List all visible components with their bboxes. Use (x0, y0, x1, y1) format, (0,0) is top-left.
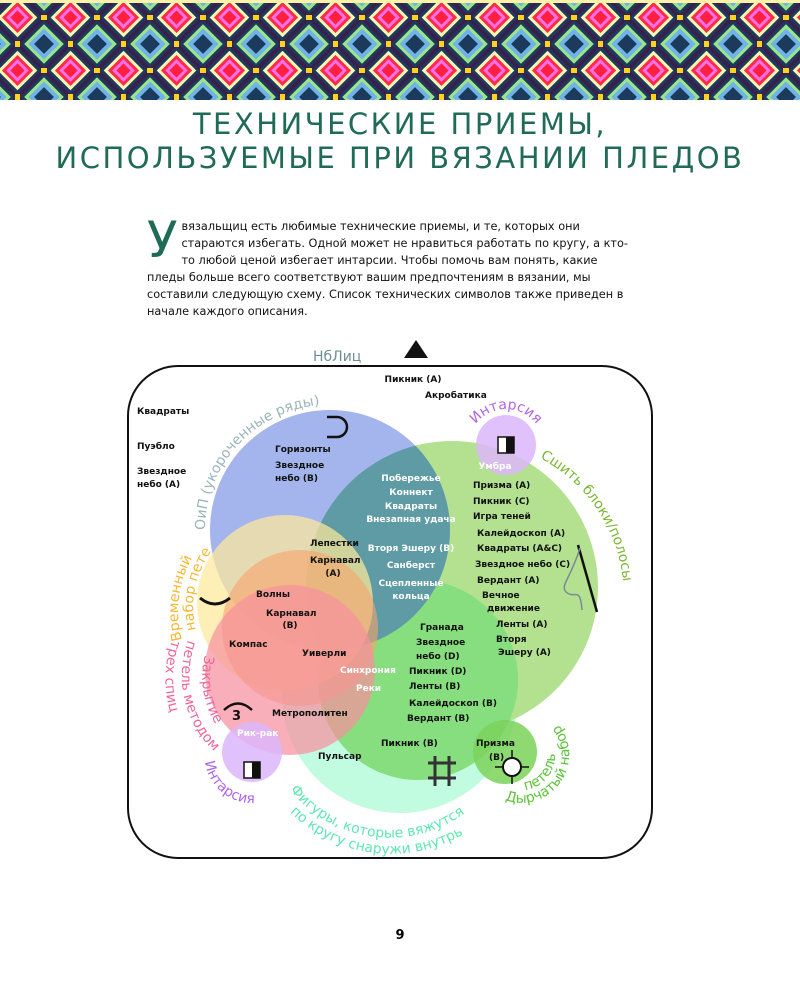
triangle-icon (404, 340, 428, 358)
label-lepestki: Лепестки (310, 539, 359, 549)
label-zvezdnoe: Звездное (137, 467, 186, 477)
label-prizma-b: Призма (476, 739, 515, 749)
label-rik-rak: Рик-рак (237, 729, 278, 739)
drop-cap: У (147, 211, 178, 269)
label-akrobatika: Акробатика (425, 390, 487, 401)
label-stockinette: НбЛиц (313, 349, 361, 365)
bindoff-symbol-icon: 3 (223, 702, 253, 724)
label-stseplennye: Сцепленные (379, 579, 444, 589)
label-green-5: Звездное небо (C) (475, 559, 570, 570)
label-piknik-a: Пикник (A) (385, 375, 442, 385)
label-verdant-b: Вердант (B) (407, 714, 469, 724)
page-title-line1: ТЕХНИЧЕСКИЕ ПРИЕМЫ, (192, 107, 608, 141)
eyelet-symbol-icon (495, 750, 529, 784)
label-reki: Реки (356, 684, 381, 694)
venn-diagram: НбЛиц ОиП (укороченные ряды) Интарсия Сш… (0, 330, 653, 859)
label-green-3: Калейдоскоп (A) (477, 529, 565, 539)
label-sinkhroniya: Синхрония (340, 666, 396, 676)
label-pulsar: Пульсар (318, 752, 362, 762)
decorative-pattern-banner (0, 0, 800, 100)
label-piknik-d: Пикник (D) (409, 667, 466, 677)
label-green-2: Игра теней (473, 512, 531, 522)
label-uiverli: Уиверли (302, 649, 346, 659)
set-eyelet (473, 720, 537, 784)
label-nebo-b: небо (B) (275, 473, 318, 484)
label-koltsa: кольца (392, 592, 429, 602)
label-zvezdnoe-d: Звездное (416, 638, 465, 648)
intro-paragraph: У вязальщиц есть любимые технические при… (147, 211, 637, 320)
label-green-7: Вечное (482, 591, 520, 601)
label-green-10: Вторя (496, 635, 527, 645)
set-bind-off (205, 585, 375, 755)
label-karnaval-b: Карнавал (266, 609, 317, 619)
label-green-1: Пикник (C) (473, 497, 530, 507)
page-number: 9 (395, 928, 405, 943)
label-zvezdnoe-b: Звездное (275, 461, 324, 471)
label-vnezapnaya: Внезапная удача (366, 515, 455, 525)
label-gorizonty: Горизонты (275, 445, 331, 455)
label-piknik-b: Пикник (B) (381, 739, 438, 749)
lattice-symbol-icon (428, 756, 456, 786)
label-green-9: Ленты (A) (496, 620, 547, 630)
label-karnaval-a: Карнавал (310, 556, 361, 566)
label-kaleidoskop-b: Калейдоскоп (B) (409, 699, 497, 709)
short-row-bracket-icon (327, 415, 349, 439)
label-lenty-b: Ленты (B) (409, 682, 460, 692)
diagram-frame (127, 365, 653, 859)
intarsia-square-icon (497, 436, 515, 454)
intarsia-square-icon (243, 761, 261, 779)
label-poberezhye: Побережье (381, 473, 440, 484)
label-green-8: движение (487, 604, 540, 614)
label-umbra: Умбра (478, 461, 511, 472)
provisional-curve-icon (199, 596, 231, 606)
label-karnaval-b-suffix: (B) (282, 621, 297, 631)
svg-text:3: 3 (232, 709, 241, 724)
label-konnekt: Коннект (389, 488, 433, 498)
label-nebo-d: небо (D) (416, 651, 460, 662)
label-pueblo: Пуэбло (137, 441, 175, 452)
label-green-4: Квадраты (A&C) (477, 544, 562, 554)
label-granada: Гранада (420, 623, 464, 633)
label-kvadraty: Квадраты (137, 407, 189, 417)
label-prizma-b-suffix: (B) (489, 753, 504, 763)
label-kvadraty-teal: Квадраты (385, 502, 437, 512)
intro-text: вязальщиц есть любимые технические прием… (147, 220, 628, 318)
label-green-6: Вердант (A) (477, 576, 540, 586)
label-bindoff-3: трех спиц (161, 639, 183, 714)
label-sanberst: Санберст (387, 560, 436, 571)
label-eshery-b: Вторя Эшеру (B) (368, 544, 454, 554)
label-karnaval-a-suffix: (A) (325, 569, 340, 579)
set-intarsia-bottom (222, 722, 282, 782)
label-volny: Волны (256, 590, 290, 600)
label-nebo-a: небо (A) (137, 479, 180, 490)
label-green-0: Призма (A) (473, 481, 530, 491)
label-metropoliten: Метрополитен (272, 709, 348, 719)
label-green-11: Эшеру (A) (498, 648, 551, 658)
needle-thread-icon (563, 544, 599, 613)
label-kompas: Компас (229, 640, 268, 650)
page-title-line2: ИСПОЛЬЗУЕМЫЕ ПРИ ВЯЗАНИИ ПЛЕДОВ (55, 141, 745, 175)
